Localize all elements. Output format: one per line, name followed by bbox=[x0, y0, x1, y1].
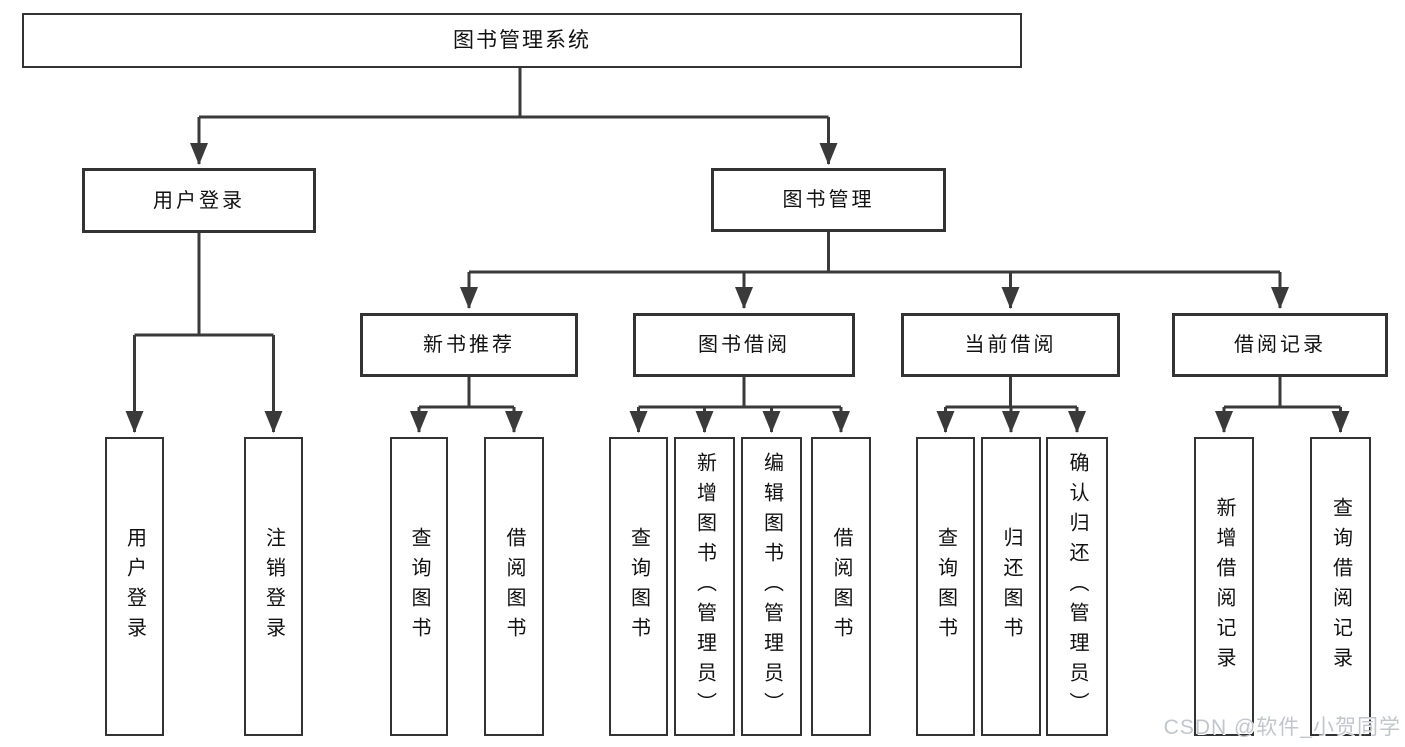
leaf-user-login: 用户登录 bbox=[105, 437, 164, 736]
leaf-query-books-current-label: 查询图书 bbox=[934, 526, 957, 647]
node-book-management: 图书管理 bbox=[711, 168, 946, 232]
leaf-query-borrow-record: 查询借阅记录 bbox=[1310, 437, 1371, 736]
node-borrowing-records: 借阅记录 bbox=[1172, 313, 1388, 377]
leaf-query-books-borrowing: 查询图书 bbox=[609, 437, 668, 736]
node-new-book-recommend: 新书推荐 bbox=[360, 313, 578, 377]
leaf-query-borrow-record-label: 查询借阅记录 bbox=[1329, 496, 1352, 677]
leaf-add-books-admin-label: 新增图书（管理员） bbox=[693, 451, 716, 722]
connector-arrows bbox=[125, 117, 1350, 433]
watermark-text: CSDN @软件_小贺同学 bbox=[1163, 716, 1401, 739]
connector-segments bbox=[134, 68, 1341, 409]
node-current-borrowing: 当前借阅 bbox=[901, 313, 1120, 377]
leaf-add-books-admin: 新增图书（管理员） bbox=[674, 437, 735, 736]
leaf-borrow-books-recommend: 借阅图书 bbox=[484, 437, 544, 736]
leaf-logout: 注销登录 bbox=[244, 437, 303, 736]
leaf-edit-books-admin-label: 编辑图书（管理员） bbox=[760, 451, 783, 722]
leaf-query-books-recommend-label: 查询图书 bbox=[408, 526, 430, 647]
leaf-query-books-borrowing-label: 查询图书 bbox=[627, 526, 650, 647]
leaf-logout-label: 注销登录 bbox=[262, 526, 285, 647]
leaf-borrow-books-recommend-label: 借阅图书 bbox=[503, 526, 525, 647]
leaf-query-books-recommend: 查询图书 bbox=[390, 437, 448, 736]
leaf-confirm-return-admin: 确认归还（管理员） bbox=[1046, 437, 1108, 736]
leaf-add-borrow-record-label: 新增借阅记录 bbox=[1213, 496, 1235, 677]
leaf-return-books: 归还图书 bbox=[981, 437, 1041, 736]
leaf-confirm-return-admin-label: 确认归还（管理员） bbox=[1066, 451, 1088, 722]
node-book-borrowing: 图书借阅 bbox=[633, 313, 855, 377]
leaf-borrow-books-borrowing-label: 借阅图书 bbox=[830, 526, 852, 647]
leaf-add-borrow-record: 新增借阅记录 bbox=[1194, 437, 1254, 736]
node-root: 图书管理系统 bbox=[22, 13, 1022, 68]
leaf-return-books-label: 归还图书 bbox=[1000, 526, 1022, 647]
leaf-borrow-books-borrowing: 借阅图书 bbox=[811, 437, 871, 736]
leaf-edit-books-admin: 编辑图书（管理员） bbox=[741, 437, 802, 736]
leaf-query-books-current: 查询图书 bbox=[916, 437, 975, 736]
node-user-login: 用户登录 bbox=[82, 168, 316, 233]
leaf-user-login-label: 用户登录 bbox=[123, 526, 146, 647]
